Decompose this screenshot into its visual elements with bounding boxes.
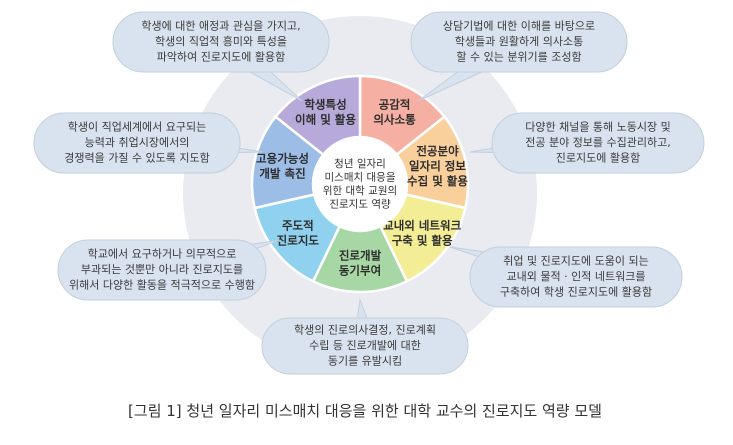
bubble-career-motivation-text-line: 수립 등 진로개발에 대한 [309,339,421,352]
bubble-network-building-text-line: 교내외 물적 · 인적 네트워크를 [507,270,646,283]
center-circle [313,137,407,231]
segment-label-proactive-guidance-line: 주도적 [282,219,314,233]
bubble-employability-text-line: 능력과 취업시장에서의 [85,136,190,149]
bubble-empathetic-communication-fill [412,13,626,71]
bubble-student-understanding-text-line: 학생의 직업적 흥미와 특성을 [155,34,287,48]
bubble-employability-text-line: 학생이 직업세계에서 요구되는 [68,121,207,134]
center-title-line: 위한 대학 교원의 [323,184,397,197]
bubble-employability-fill [35,114,239,172]
bubble-proactive-guidance-text-line: 위해서 다양한 활동을 적극적으로 수행함 [69,278,255,292]
segment-label-employability-line: 개발 촉진 [259,166,305,180]
segment-label-student-understanding-line: 학생특성 [304,97,346,111]
bubble-proactive-guidance-text-line: 학교에서 요구하거나 의무적으로 [88,247,237,261]
bubble-student-understanding-text-line: 파악하여 진로지도에 활용함 [157,50,285,64]
segment-label-empathetic-communication-line: 공감적 [379,97,411,111]
bubble-student-understanding-fill [114,13,328,71]
bubble-career-motivation-text-line: 학생의 진로의사결정, 진로계획 [294,324,436,337]
segment-label-proactive-guidance-line: 진로지도 [277,234,320,248]
segment-label-empathetic-communication-line: 의사소통 [373,112,416,126]
center-title-line: 미스매치 대응을 [325,171,396,183]
bubble-student-understanding-text-line: 학생에 대한 애정과 관심을 가지고, [141,20,300,33]
segment-label-network-building-line: 구축 및 활용 [392,234,453,248]
figure-caption: [그림 1] 청년 일자리 미스매치 대응을 위한 대학 교수의 진로지도 역량… [128,402,602,420]
bubble-career-motivation-fill [263,319,467,373]
bubble-major-job-info-text-line: 진로지도에 활용함 [556,151,640,165]
bubble-network-building-fill [471,248,681,306]
segment-label-network-building-line: 교내외 네트워크 [383,219,461,233]
bubble-major-job-info-text-line: 전공 분야 정보를 수집관리하고, [525,135,671,149]
bubble-empathetic-communication-text-line: 학생들과 원활하게 의사소통 [455,34,583,48]
bubble-proactive-guidance-fill [59,241,265,299]
bubble-career-motivation-text-line: 동기를 유발시킴 [328,355,402,368]
segment-label-student-understanding-line: 이해 및 활용 [295,112,356,126]
bubble-network-building-text-line: 취업 및 진로지도에 도움이 되는 [503,255,649,268]
segment-label-major-job-info-line: 수집 및 활용 [407,174,468,188]
segment-label-major-job-info-line: 일자리 정보 [409,159,466,173]
center-title-line: 청년 일자리 [334,157,386,170]
bubble-network-building-text-line: 구축하여 학생 진로지도에 활용함 [500,285,652,299]
center-title-line: 진로지도 역량 [329,198,391,210]
bubble-major-job-info-text-line: 다양한 채널을 통해 노동시장 및 [525,120,671,134]
bubble-empathetic-communication-text-line: 상담기법에 대한 이해를 바탕으로 [443,19,595,33]
bubble-employability-text-line: 경쟁력을 가질 수 있도록 지도함 [64,152,210,165]
segment-label-employability-line: 고용가능성 [256,151,309,165]
segment-label-career-motivation-line: 진로개발 [339,249,382,263]
bubble-empathetic-communication-text-line: 할 수 있는 분위기를 조성함 [456,51,581,64]
segment-label-career-motivation-line: 동기부여 [339,264,381,278]
bubble-proactive-guidance-text-line: 부과되는 것뿐만 아니라 진로지도를 [81,263,243,276]
bubble-major-job-info-fill [493,114,703,172]
segment-label-major-job-info-line: 전공분야 [416,144,459,158]
